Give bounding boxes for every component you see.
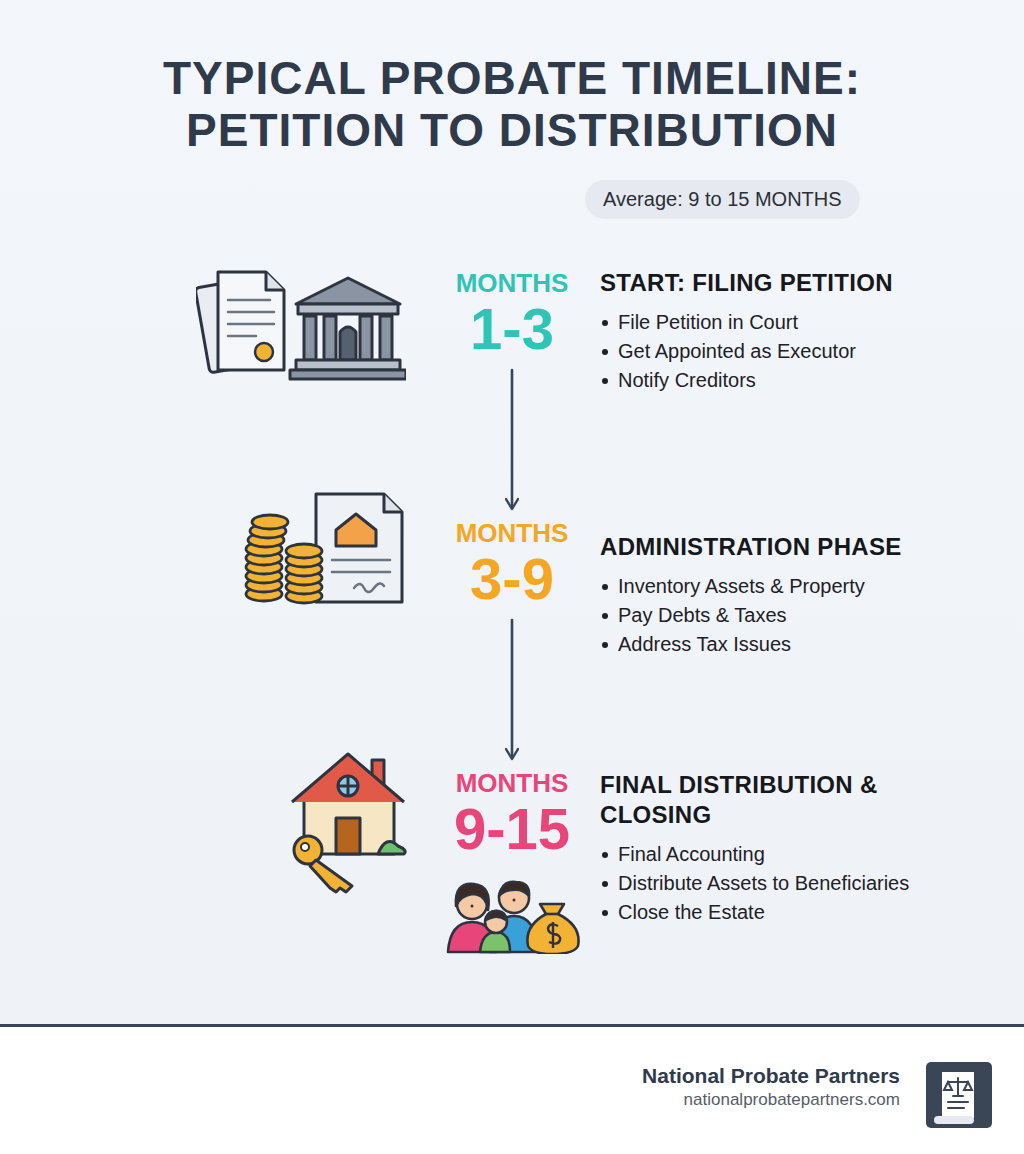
bullet-item: Final Accounting bbox=[600, 840, 918, 869]
bullet-item: Distribute Assets to Beneficiaries bbox=[600, 869, 918, 898]
bullet-dot bbox=[602, 881, 608, 887]
bullet-item: Notify Creditors bbox=[600, 366, 1000, 395]
duration-badge: Average: 9 to 15 MONTHS bbox=[585, 180, 860, 219]
bullet-text: Notify Creditors bbox=[618, 369, 756, 391]
footer-band bbox=[0, 1024, 1024, 1154]
badge-text: Average: 9 to 15 MONTHS bbox=[603, 188, 842, 211]
stage-heading: FINAL DISTRIBUTION & CLOSING bbox=[600, 770, 930, 830]
bullet-item: Inventory Assets & Property bbox=[600, 572, 1000, 601]
house-key-icon bbox=[286, 746, 410, 896]
bullet-text: Get Appointed as Executor bbox=[618, 340, 856, 362]
stage-text-group: FINAL DISTRIBUTION & CLOSING Final Accoun… bbox=[600, 770, 930, 927]
stage-marker: MONTHS1-3 bbox=[436, 268, 588, 360]
bullet-dot bbox=[602, 320, 608, 326]
bullet-item: Pay Debts & Taxes bbox=[600, 601, 1000, 630]
timeline-arrow bbox=[511, 370, 514, 508]
bullet-dot bbox=[602, 584, 608, 590]
stage-marker: MONTHS9-15 bbox=[436, 768, 588, 860]
months-label: MONTHS bbox=[456, 268, 569, 298]
documents-courthouse-icon bbox=[196, 266, 406, 382]
stage-heading: ADMINISTRATION PHASE bbox=[600, 532, 1000, 562]
timeline-arrow bbox=[511, 620, 514, 758]
bullet-dot bbox=[602, 642, 608, 648]
month-range: 1-3 bbox=[470, 298, 554, 360]
bullet-dot bbox=[602, 378, 608, 384]
bullet-dot bbox=[602, 910, 608, 916]
bullet-item: File Petition in Court bbox=[600, 308, 1000, 337]
months-label: MONTHS bbox=[456, 518, 569, 548]
bullet-item: Address Tax Issues bbox=[600, 630, 1000, 659]
bullet-text: File Petition in Court bbox=[618, 311, 798, 333]
stage-text-group: ADMINISTRATION PHASE Inventory Assets & P… bbox=[600, 532, 1000, 659]
bullet-dot bbox=[602, 852, 608, 858]
bullet-text: Distribute Assets to Beneficiaries bbox=[618, 872, 909, 894]
logo-scroll-icon bbox=[924, 1060, 994, 1132]
bullet-dot bbox=[602, 613, 608, 619]
stage-marker: MONTHS3-9 bbox=[436, 518, 588, 610]
bullet-text: Close the Estate bbox=[618, 901, 765, 923]
month-range: 9-15 bbox=[454, 798, 570, 860]
bullet-text: Pay Debts & Taxes bbox=[618, 604, 787, 626]
bullet-item: Get Appointed as Executor bbox=[600, 337, 1000, 366]
stage-text-group: START: FILING PETITION File Petition in C… bbox=[600, 268, 1000, 395]
brand-url: nationalprobatepartners.com bbox=[684, 1090, 900, 1110]
coins-deed-icon bbox=[244, 490, 406, 608]
brand-name: National Probate Partners bbox=[642, 1064, 900, 1088]
bullet-text: Inventory Assets & Property bbox=[618, 575, 865, 597]
family-moneybag-icon bbox=[446, 876, 586, 954]
stage-heading: START: FILING PETITION bbox=[600, 268, 1000, 298]
bullet-text: Final Accounting bbox=[618, 843, 765, 865]
bullet-item: Close the Estate bbox=[600, 898, 918, 927]
diagram-title: TYPICAL PROBATE TIMELINE: PETITION TO DI… bbox=[60, 52, 964, 156]
months-label: MONTHS bbox=[456, 768, 569, 798]
bullet-dot bbox=[602, 349, 608, 355]
bullet-text: Address Tax Issues bbox=[618, 633, 791, 655]
month-range: 3-9 bbox=[470, 548, 554, 610]
